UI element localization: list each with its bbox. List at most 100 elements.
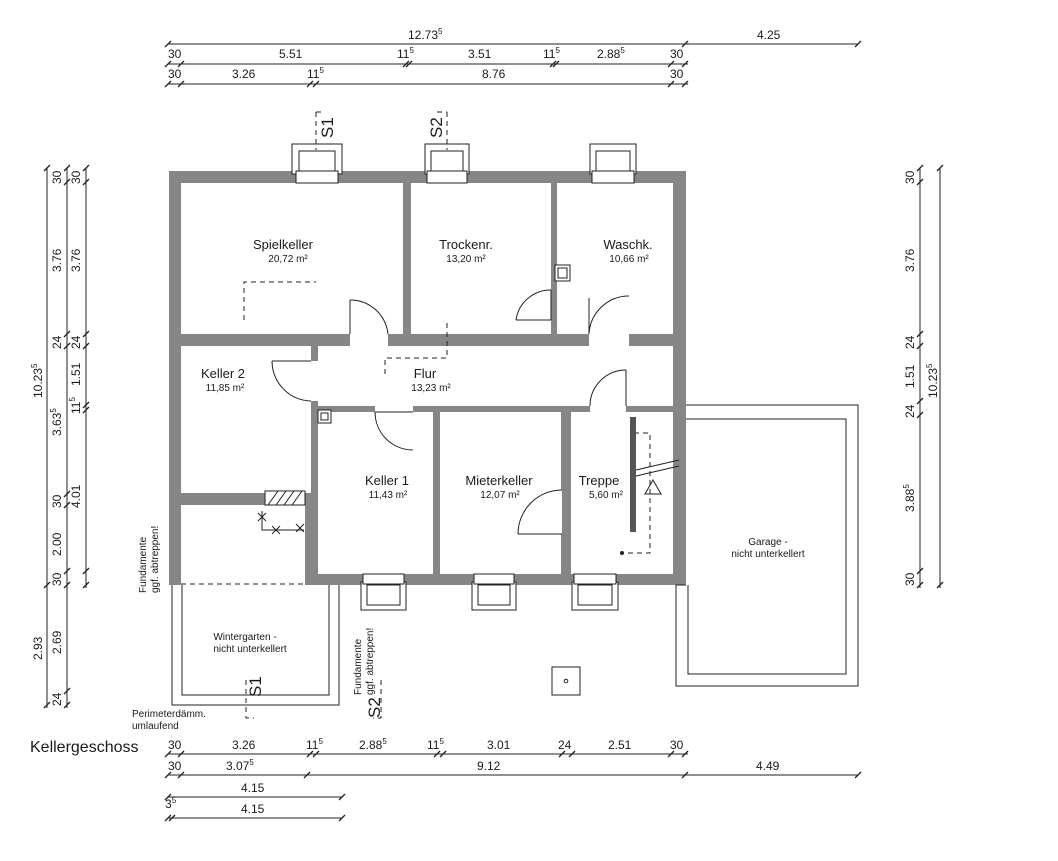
room-area-waschkueche: 10,66 m² xyxy=(609,254,649,265)
note-fundamente-mid-1: Fundamente xyxy=(353,638,364,695)
room-area-trockenraum: 13,20 m² xyxy=(446,254,486,265)
note-perimeter-1: Perimeterdämm. xyxy=(132,709,206,720)
svg-text:12.735: 12.735 xyxy=(408,27,443,42)
dim-left-outer-0: 10.23 xyxy=(31,368,45,398)
svg-text:2.885: 2.885 xyxy=(359,737,387,752)
dim-sup: 5 xyxy=(318,737,323,746)
dim-top-r2-0: 30 xyxy=(168,67,182,81)
section-s1-top: S1 xyxy=(318,117,337,138)
room-treppe xyxy=(571,412,673,574)
room-label-spielkeller: Spielkeller xyxy=(253,237,314,252)
room-area-keller2: 11,85 m² xyxy=(206,383,245,394)
bottom-dimension-chains: 30 3.26 115 2.885 115 3.01 24 2.51 30 30… xyxy=(164,737,862,822)
dim-sup: 5 xyxy=(439,737,444,746)
dim-sup: 5 xyxy=(902,484,911,489)
dim-left-mid-0: 30 xyxy=(50,170,64,184)
room-label-treppe: Treppe xyxy=(579,473,620,488)
dim-right-inner-1: 3.76 xyxy=(903,248,917,272)
dim-left-mid-4: 30 xyxy=(50,494,64,508)
dim-sup: 5 xyxy=(925,363,934,368)
dim-top-r2-4: 30 xyxy=(670,67,684,81)
section-s2-top: S2 xyxy=(427,117,446,138)
dim-bot-r1-4: 11 xyxy=(427,738,440,752)
dim-bot-r1-5: 3.01 xyxy=(487,738,511,752)
dim-top-garage: 4.25 xyxy=(757,28,781,42)
door-swings xyxy=(271,289,630,535)
dim-right-inner-6: 30 xyxy=(903,572,917,586)
dim-left-inner-6: 2.69 xyxy=(50,630,64,654)
dim-top-overall: 12.73 xyxy=(408,28,438,42)
dim-right-outer: 10.23 xyxy=(926,368,940,398)
dim-top-r2-1: 3.26 xyxy=(232,67,256,81)
note-fundamente-left-1: Fundamente xyxy=(138,536,149,593)
dim-sup: 5 xyxy=(249,758,254,767)
dim-right-inner-4: 24 xyxy=(903,404,917,418)
dim-right-inner-3: 1.51 xyxy=(903,364,917,388)
dim-left-outer-1: 2.93 xyxy=(31,636,45,660)
room-label-waschkueche: Waschk. xyxy=(603,237,652,252)
svg-text:35: 35 xyxy=(165,796,177,811)
room-spielkeller xyxy=(181,183,403,334)
bottom-windows xyxy=(360,573,619,611)
garage-label-1: Garage - xyxy=(748,537,787,548)
room-label-keller2: Keller 2 xyxy=(201,366,245,381)
right-dimension-chains: 30 3.76 24 1.51 24 3.885 30 10.235 xyxy=(902,164,944,589)
dim-sup: 5 xyxy=(382,737,387,746)
section-s1-bottom: S1 xyxy=(246,676,265,697)
dim-bot-r1-8: 30 xyxy=(670,738,684,752)
notes: Fundamente ggf. abtreppen! Fundamente gg… xyxy=(132,526,376,732)
svg-text:115: 115 xyxy=(427,737,444,752)
dim-sup: 5 xyxy=(319,66,324,75)
svg-text:3.075: 3.075 xyxy=(226,758,254,773)
dim-left-inner-3: 1.51 xyxy=(69,362,83,386)
room-area-flur: 13,23 m² xyxy=(411,383,451,394)
dim-sup: 5 xyxy=(620,46,625,55)
dim-top-r1-3: 3.51 xyxy=(468,47,492,61)
top-dimension-chains: 12.735 4.25 30 5.51 115 3.51 115 2.885 3… xyxy=(164,27,862,88)
dim-bot-r2-0: 30 xyxy=(168,759,182,773)
dim-bot-r3: 4.15 xyxy=(241,781,265,795)
top-windows xyxy=(291,143,637,184)
room-label-flur: Flur xyxy=(414,366,437,381)
dim-left-mid-1: 3.76 xyxy=(50,248,64,272)
dim-sup: 5 xyxy=(438,27,443,36)
garage-label-2: nicht unterkellert xyxy=(731,549,805,560)
room-label-keller1: Keller 1 xyxy=(365,473,409,488)
dim-left-mid-5: 2.00 xyxy=(50,532,64,556)
garage: Garage - nicht unterkellert xyxy=(675,404,859,687)
svg-text:115: 115 xyxy=(397,46,414,61)
shaft-waschk xyxy=(554,264,571,282)
dim-bot-r1-7: 2.51 xyxy=(608,738,632,752)
plan-title: Kellergeschoss xyxy=(30,739,139,756)
dim-bot-r1-3: 2.88 xyxy=(359,738,383,752)
room-area-treppe: 5,60 m² xyxy=(589,490,624,501)
dim-top-r1-0: 30 xyxy=(168,47,182,61)
note-fundamente-mid-2: ggf. abtreppen! xyxy=(365,628,376,695)
room-flur xyxy=(318,346,673,406)
dim-left-mid-3: 3.63 xyxy=(50,412,64,436)
dim-left-inner-1: 3.76 xyxy=(69,248,83,272)
left-dimension-chains: 10.235 2.93 30 3.76 24 3.635 30 2.00 30 … xyxy=(30,164,90,709)
wintergarten-label-2: nicht unterkellert xyxy=(213,644,287,655)
dim-left-mid-6: 30 xyxy=(50,572,64,586)
dim-right-inner-2: 24 xyxy=(903,335,917,349)
dim-left-inner-4: 11 xyxy=(69,401,83,414)
shaft-keller1 xyxy=(317,409,332,424)
stair xyxy=(620,417,680,555)
dim-right-inner-5: 3.88 xyxy=(903,488,917,512)
room-area-mieterkeller: 12,07 m² xyxy=(480,490,520,501)
dim-top-r1-1: 5.51 xyxy=(279,47,303,61)
dim-sup: 5 xyxy=(172,796,177,805)
dim-sup: 5 xyxy=(555,46,560,55)
dim-bot-r1-0: 30 xyxy=(168,738,182,752)
hidden-lines xyxy=(181,281,651,585)
wintergarten: Wintergarten - nicht unterkellert xyxy=(171,585,340,706)
dim-left-inner-0: 30 xyxy=(69,170,83,184)
dim-bot-r1-2: 11 xyxy=(306,738,319,752)
dim-bot-r2-3: 4.49 xyxy=(756,759,780,773)
room-waschkueche xyxy=(557,183,673,334)
room-label-trockenraum: Trockenr. xyxy=(439,237,493,252)
svg-text:3.635: 3.635 xyxy=(49,408,64,436)
dim-bot-r4-1: 4.15 xyxy=(241,802,265,816)
